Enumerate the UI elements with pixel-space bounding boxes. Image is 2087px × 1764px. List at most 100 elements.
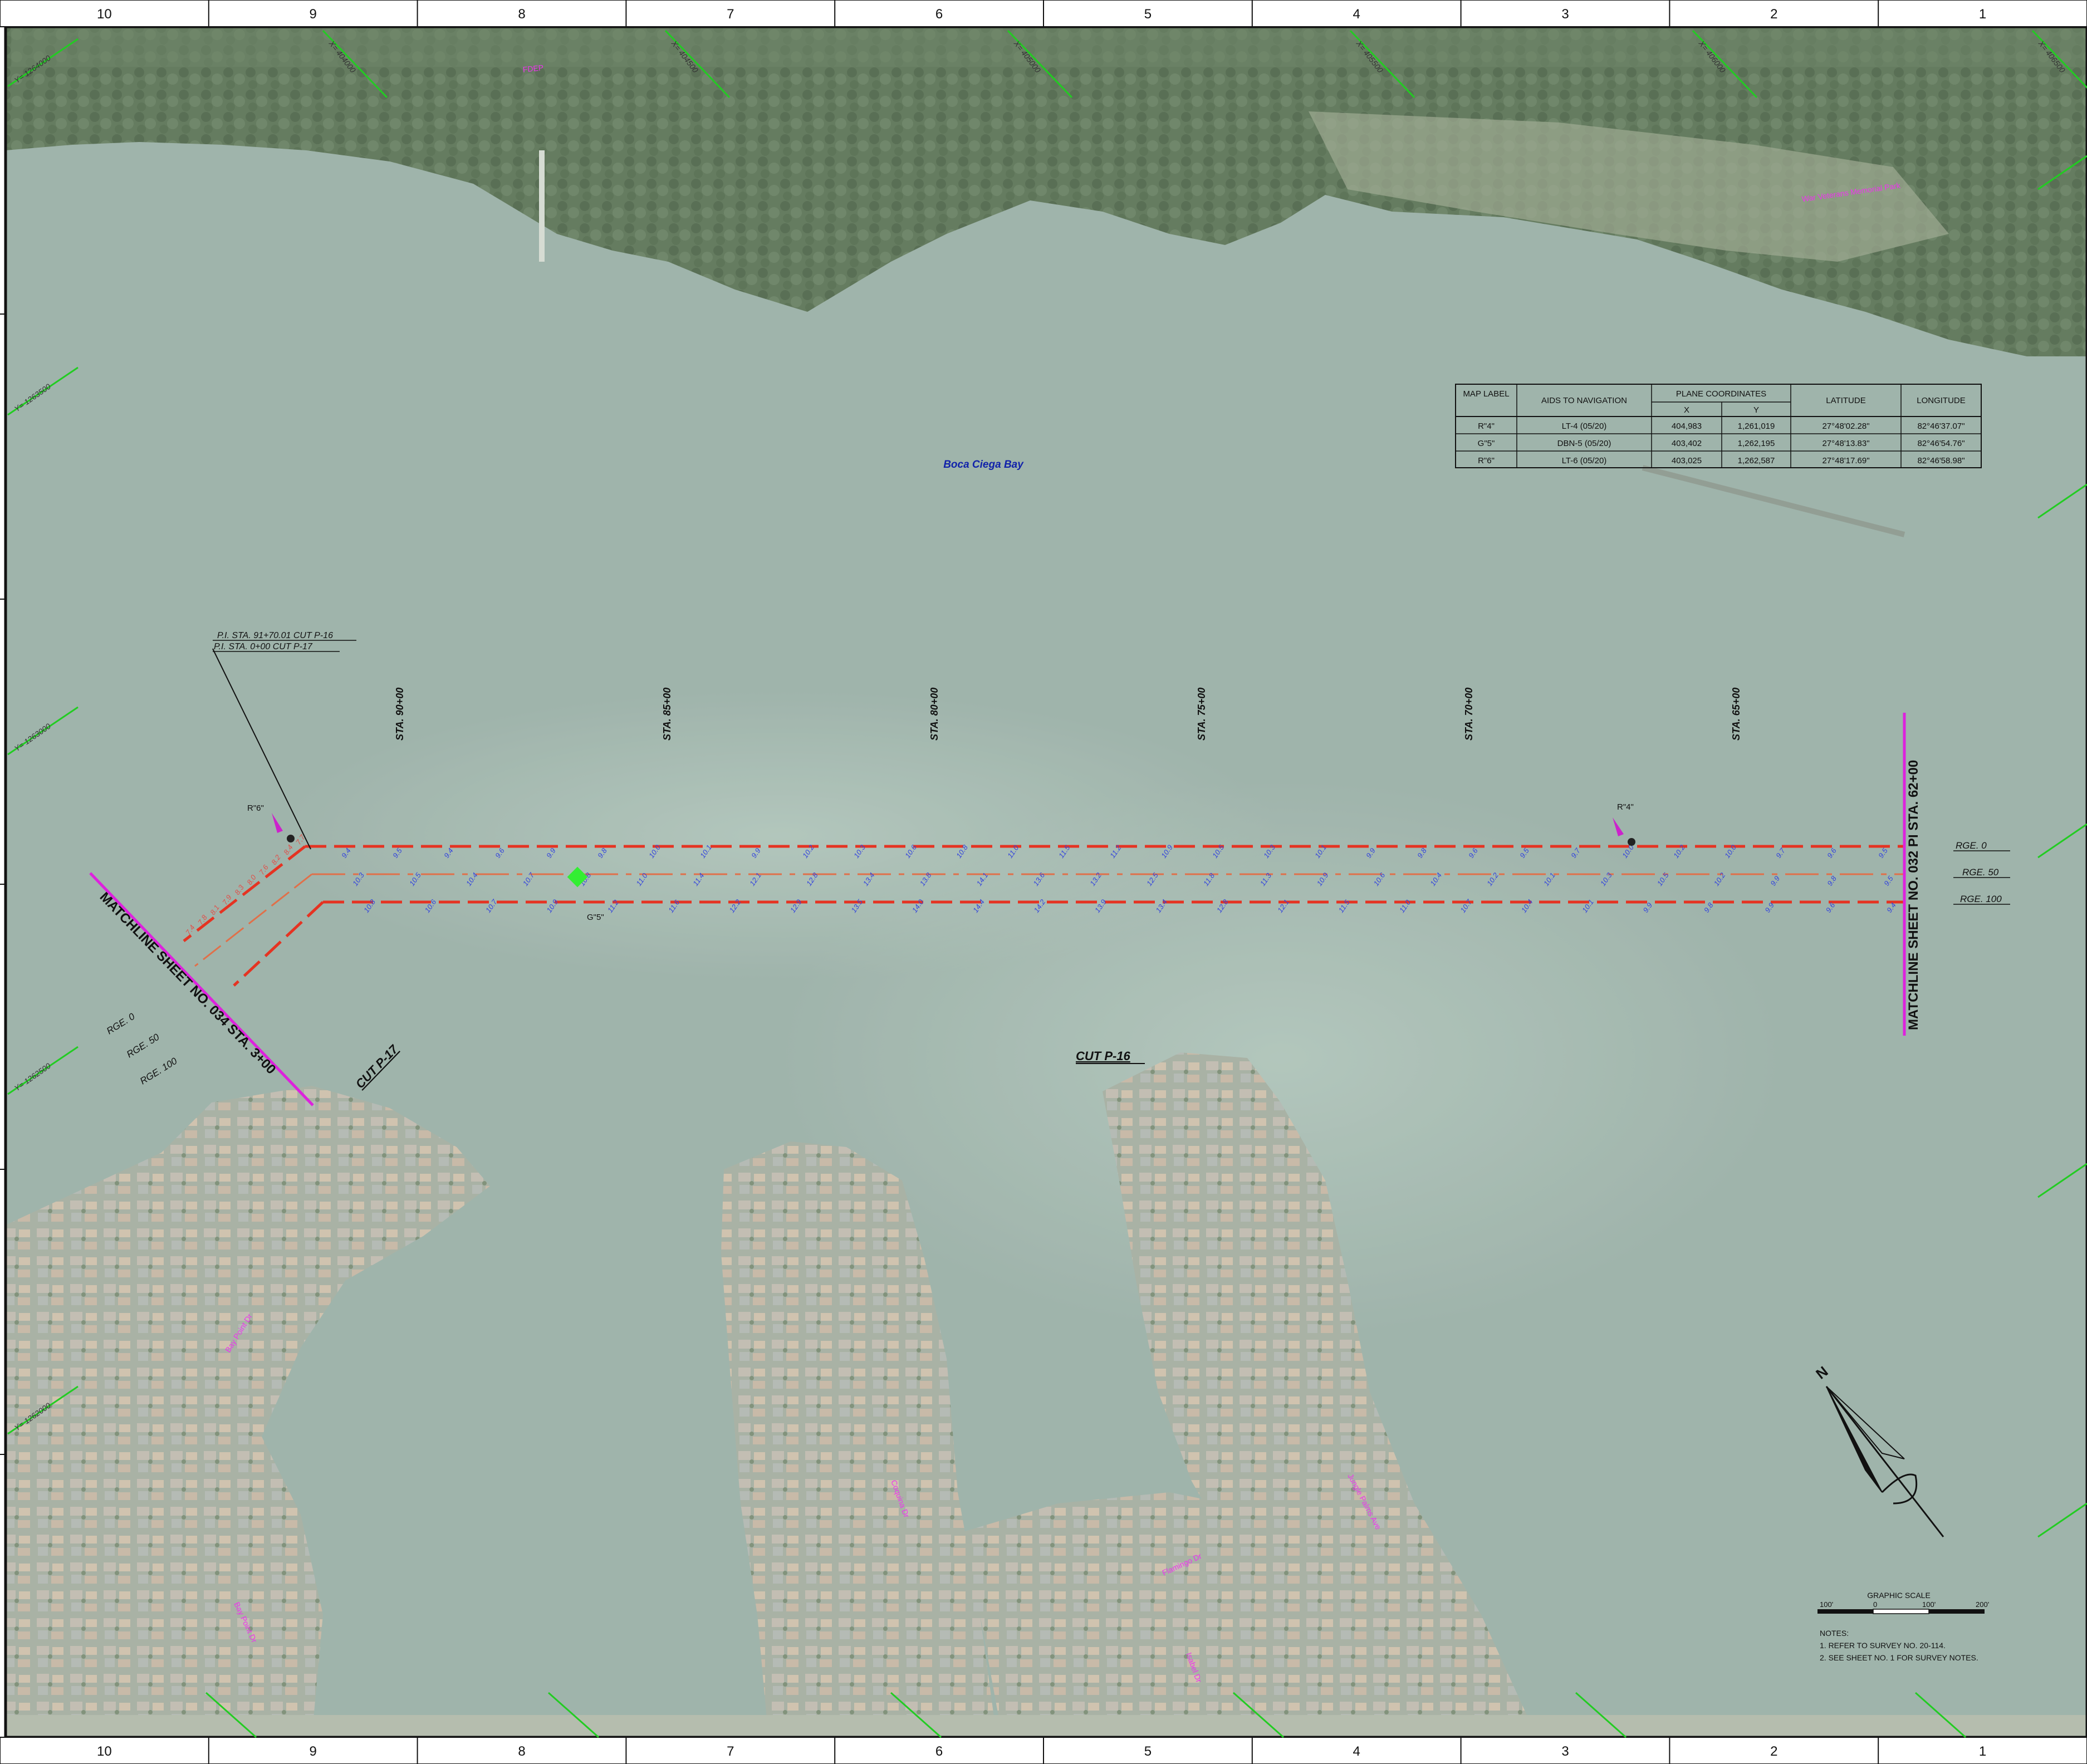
table-cell: 27°48'13.83": [1822, 439, 1869, 448]
scale-tick: 200': [1976, 1600, 1989, 1609]
channel-bend-top: [183, 845, 306, 942]
note-item: 2. SEE SHEET NO. 1 FOR SURVEY NOTES.: [1820, 1653, 1978, 1662]
table-cell: 403,402: [1672, 439, 1702, 448]
table-cell: 1,262,195: [1738, 439, 1775, 448]
range-label: RGE. 100: [1960, 894, 2002, 904]
aid-label: R"4": [1617, 802, 1634, 812]
table-cell: 82°46'54.76": [1917, 439, 1964, 448]
aid-marker-r6[interactable]: R"6": [247, 803, 295, 842]
jetty: [1642, 465, 1905, 537]
bay-point-peninsula: [6, 1086, 490, 1737]
table-cell: G"5": [1478, 439, 1495, 448]
grid-column-label: 10: [97, 1744, 112, 1759]
cut-label-p16: CUT P-16: [1076, 1049, 1131, 1063]
note-item: 1. REFER TO SURVEY NO. 20-114.: [1820, 1641, 1946, 1650]
station-label: STA. 70+00: [1463, 688, 1474, 741]
table-header-y: Y: [1753, 405, 1759, 415]
station-label: STA. 90+00: [394, 688, 405, 741]
range-label: RGE. 50: [1962, 867, 1999, 878]
table-cell: 1,261,019: [1738, 422, 1775, 431]
grid-column-label: 1: [1979, 7, 1986, 22]
table-cell: DBN-5 (05/20): [1557, 439, 1611, 448]
table-cell: 404,983: [1672, 422, 1702, 431]
shoal-area-2: [278, 690, 1281, 980]
table-cell: 403,025: [1672, 456, 1702, 465]
station-label: STA. 75+00: [1196, 688, 1207, 741]
range-labels-right: RGE. 0 RGE. 50 RGE. 100: [1953, 840, 2010, 905]
grid-column-label: 8: [518, 1744, 525, 1759]
north-tree-line: [11, 28, 2087, 67]
table-cell: LT-6 (05/20): [1562, 456, 1607, 465]
aid-marker-r4[interactable]: R"4": [1613, 802, 1635, 846]
scale-tick: 0: [1873, 1600, 1877, 1609]
fishing-pier: [539, 150, 545, 262]
station-labels: STA. 90+00 STA. 85+00 STA. 80+00 STA. 75+00…: [394, 688, 1742, 741]
table-cell: 27°48'02.28": [1822, 422, 1869, 431]
matchline-left-line: [89, 872, 314, 1106]
station-label: STA. 85+00: [662, 688, 673, 741]
aid-label: G"5": [587, 913, 604, 922]
table-cell: 82°46'58.98": [1917, 456, 1964, 465]
aids-to-navigation-table: MAP LABEL AIDS TO NAVIGATION PLANE COORD…: [1455, 384, 1982, 468]
table-cell: R"4": [1478, 422, 1495, 431]
table-header-latitude: LATITUDE: [1826, 396, 1865, 405]
aid-marker-g5[interactable]: G"5": [567, 866, 604, 922]
table-header-x: X: [1684, 405, 1689, 415]
notes-title: NOTES:: [1820, 1629, 1849, 1638]
pi-label-p16: P.I. STA. 91+70.01 CUT P-16: [217, 631, 333, 640]
scale-tick: 100': [1922, 1600, 1936, 1609]
jungle-palms-peninsula: [1103, 1052, 1537, 1737]
aid-label: R"6": [247, 803, 264, 813]
water-body-label: Boca Ciega Bay: [943, 459, 1024, 471]
matchline-right-label: MATCHLINE SHEET NO. 032 PI STA. 62+00: [1906, 760, 1921, 1030]
grid-column-label: 1: [1979, 1744, 1986, 1759]
station-label: STA. 80+00: [929, 688, 940, 741]
grid-column-label: 5: [1144, 7, 1152, 22]
grid-column-label: 4: [1353, 1744, 1360, 1759]
table-cell: LT-4 (05/20): [1562, 422, 1607, 431]
fdep-label: FDEP: [522, 63, 544, 74]
grid-column-label: 2: [1770, 7, 1777, 22]
table-cell: 27°48'17.69": [1822, 456, 1869, 465]
grid-column-label: 2: [1770, 1744, 1777, 1759]
grid-column-label: 6: [935, 1744, 943, 1759]
scale-tick: 100': [1820, 1600, 1833, 1609]
table-header-map-label: MAP LABEL: [1463, 389, 1509, 399]
pi-leader-line: [212, 648, 311, 850]
grid-column-label: 10: [97, 7, 112, 22]
station-label: STA. 65+00: [1731, 688, 1742, 741]
grid-border-top: 10 9 8 7 6 5 4 3 2 1: [0, 0, 2087, 27]
coquina-peninsula: [721, 1141, 997, 1737]
park-clearing: [1309, 111, 1949, 262]
grid-column-label: 8: [518, 7, 525, 22]
pi-label-p17: P.I. STA. 0+00 CUT P-17: [214, 642, 313, 651]
table-cell: 1,262,587: [1738, 456, 1775, 465]
grid-column-label: 5: [1144, 1744, 1152, 1759]
table-cell: 82°46'37.07": [1917, 422, 1964, 431]
flamingo-peninsula: [947, 1492, 1336, 1737]
range-label: RGE. 0: [1956, 840, 1987, 851]
table-header-plane: PLANE COORDINATES: [1676, 389, 1766, 399]
grid-column-label: 7: [727, 7, 734, 22]
scale-title: GRAPHIC SCALE: [1867, 1591, 1931, 1600]
grid-column-label: 3: [1561, 7, 1569, 22]
channel-bend-center: [194, 873, 312, 967]
table-cell: R"6": [1478, 456, 1495, 465]
notes-block: NOTES: 1. REFER TO SURVEY NO. 20-114. 2.…: [1820, 1629, 1978, 1662]
grid-column-label: 4: [1353, 7, 1360, 22]
grid-column-label: 3: [1561, 1744, 1569, 1759]
grid-column-label: 9: [310, 7, 317, 22]
navigation-channel: [183, 845, 1904, 987]
channel-bend-bottom: [233, 901, 324, 987]
grid-column-label: 7: [727, 1744, 734, 1759]
grid-border-left: [0, 313, 7, 1455]
north-shore-vegetation: [6, 27, 2087, 356]
table-header-aids: AIDS TO NAVIGATION: [1541, 396, 1627, 405]
map-wash: [6, 27, 2087, 1737]
south-shore-strip: [6, 1715, 2087, 1737]
table-header-longitude: LONGITUDE: [1917, 396, 1966, 405]
grid-column-label: 6: [935, 7, 943, 22]
graphic-scale: GRAPHIC SCALE 100' 0 100' 200': [1817, 1591, 1989, 1614]
